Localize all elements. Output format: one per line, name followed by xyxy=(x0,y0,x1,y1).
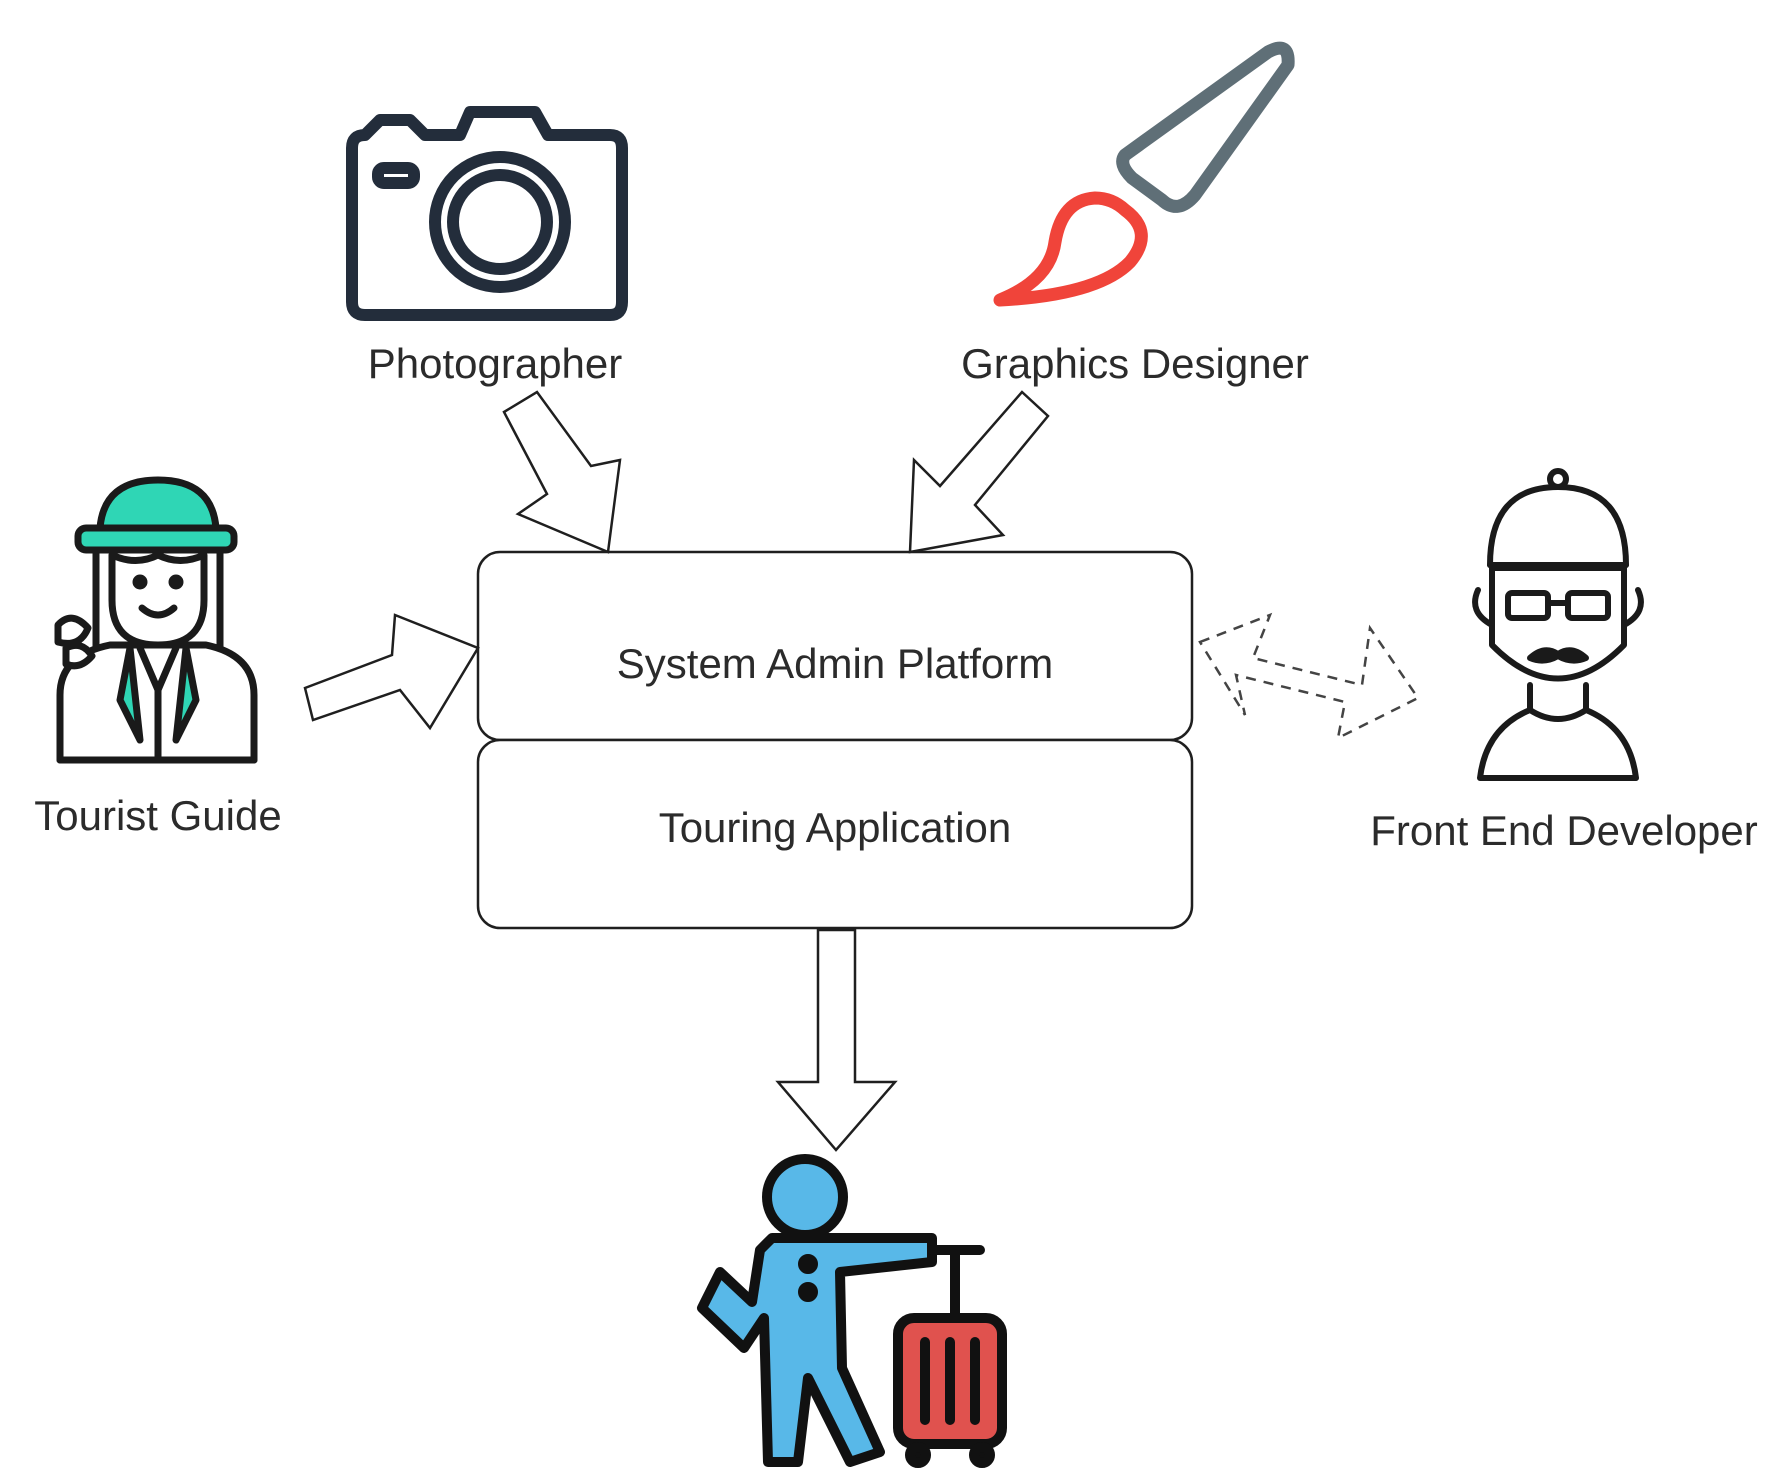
tourist-guide-label: Tourist Guide xyxy=(34,792,281,839)
platform-to-traveler-arrow xyxy=(775,928,898,1152)
system-admin-platform-label: System Admin Platform xyxy=(617,640,1053,687)
touring-application-label: Touring Application xyxy=(659,804,1012,851)
tourist-guide-icon xyxy=(54,476,258,764)
camera-icon xyxy=(346,106,628,321)
paint-brush-icon xyxy=(993,41,1295,307)
traveler-with-suitcase-icon xyxy=(697,1154,1007,1468)
graphics-designer-to-platform-arrow xyxy=(908,390,1050,554)
graphics-designer-label: Graphics Designer xyxy=(961,340,1309,387)
front-end-developer-label: Front End Developer xyxy=(1370,807,1758,854)
platform-front-end-developer-double-arrow xyxy=(1198,612,1420,741)
photographer-to-platform-arrow xyxy=(502,390,622,554)
touring-application-box xyxy=(476,738,1194,930)
tourist-guide-to-platform-arrow xyxy=(303,613,480,731)
developer-icon xyxy=(1472,468,1644,781)
photographer-label: Photographer xyxy=(368,340,623,387)
